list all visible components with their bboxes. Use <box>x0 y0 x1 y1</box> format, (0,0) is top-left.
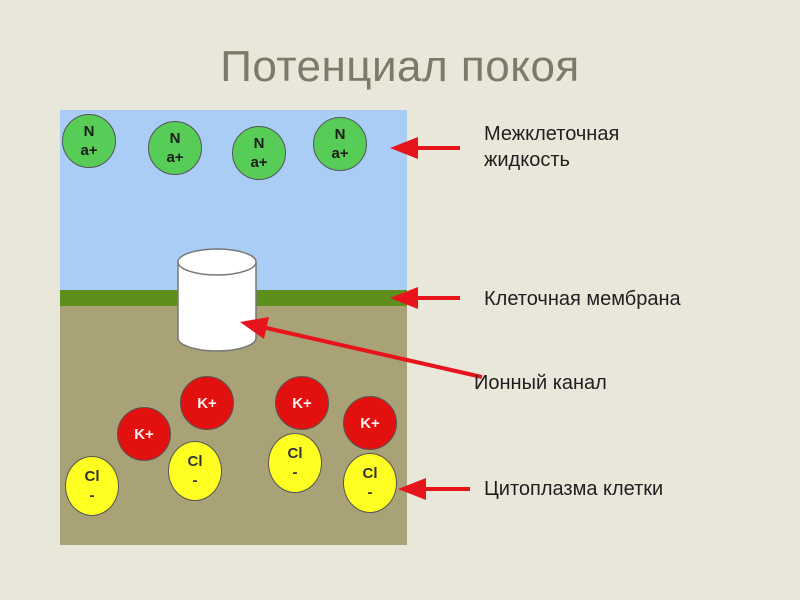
label-extracellular-fluid: Межклеточная жидкость <box>484 123 620 171</box>
potassium-ion: K+ <box>275 376 329 430</box>
potassium-ion: K+ <box>343 396 397 450</box>
sodium-ion: N a+ <box>148 121 202 175</box>
ion-channel-cylinder <box>177 248 257 352</box>
label-cell-membrane: Клеточная мембрана <box>484 288 681 310</box>
potassium-ion: K+ <box>117 407 171 461</box>
chloride-ion: Cl - <box>268 433 322 493</box>
label-ion-channel: Ионный канал <box>474 372 607 394</box>
cell-diagram: N a+ N a+ N a+ N a+ K+ K+ K+ K+ Cl - Cl … <box>60 110 407 545</box>
arrow-to-cytoplasm <box>398 478 470 500</box>
sodium-ion: N a+ <box>232 126 286 180</box>
chloride-ion: Cl - <box>168 441 222 501</box>
sodium-ion: N a+ <box>313 117 367 171</box>
chloride-ion: Cl - <box>65 456 119 516</box>
label-cytoplasm: Цитоплазма клетки <box>484 478 664 500</box>
page-title: Потенциал покоя <box>220 42 580 91</box>
potassium-ion: K+ <box>180 376 234 430</box>
sodium-ion: N a+ <box>62 114 116 168</box>
chloride-ion: Cl - <box>343 453 397 513</box>
